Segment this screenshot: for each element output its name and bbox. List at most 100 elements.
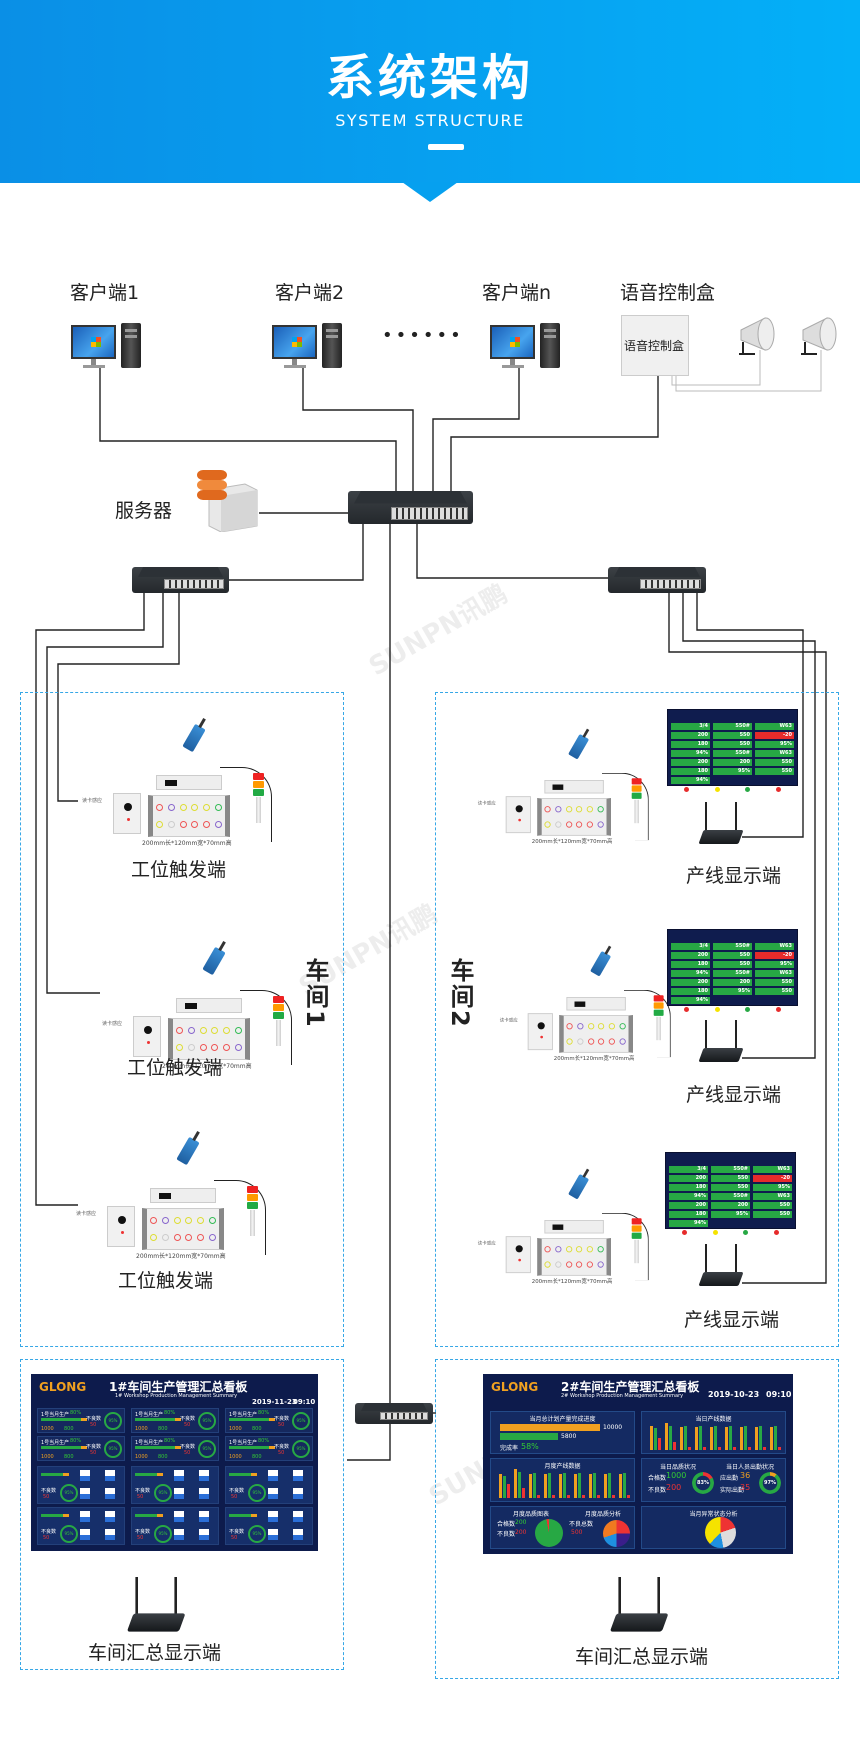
rate-label: 完成率 [500,1445,519,1452]
line-speaker1 [671,350,761,386]
dashboard-date: 2019-10-23 [708,1390,760,1399]
display-value: 94% [671,997,710,1004]
line-display-1-label: 产线显示端 [686,865,782,887]
operator-photo [80,1529,90,1540]
line-summary-left [347,1423,391,1461]
panel-button-icon [566,1022,573,1030]
status-light-icon [745,1007,751,1012]
bar [673,1441,676,1450]
dashboard-time: 09:10 [766,1390,792,1399]
panel-button-icon [209,1234,217,1242]
abnormal-panel: 当月异常状态分析 [641,1506,786,1549]
limit-switch-icon [590,950,612,977]
bar [544,1473,547,1498]
panel-button-icon [185,1216,193,1224]
panel-button-icon [155,821,163,829]
voice-control-box: 语音控制盒 [621,315,689,376]
panel-button-icon [597,1261,604,1268]
bar [759,1426,762,1450]
bar [684,1426,687,1450]
bar [778,1447,781,1450]
bar [688,1447,691,1450]
card-title: 1号当月生产 [41,1412,70,1418]
bar-group [770,1426,781,1450]
done-value: 800 [64,1426,74,1432]
operator-photo [199,1470,209,1481]
operator-photo [174,1470,184,1481]
button-panel [559,1015,633,1053]
operator-photo [174,1511,184,1522]
panel-button-icon [597,1245,604,1253]
display-value: 550 [713,741,752,748]
status-light-icon [776,787,782,792]
display-value: 550 [713,952,752,959]
bar [608,1472,611,1498]
done-value: 800 [252,1454,262,1460]
done-bar [500,1433,558,1440]
panel-button-icon [565,805,572,813]
bar-group [574,1472,585,1498]
card-percent: 80% [164,1438,176,1444]
client-n-computer-icon [490,323,562,369]
plan-value: 1000 [135,1454,148,1460]
io-box [176,998,242,1013]
workshop2-switch [608,567,706,593]
defect-value: 50 [137,1494,144,1500]
panel-button-icon [175,1044,183,1052]
status-light-icon [743,1230,749,1235]
defect-label: 不良数 [180,1416,196,1422]
line-clientn [432,368,520,491]
reader-label: 读卡感应 [499,1017,518,1024]
button-panel [537,798,611,836]
panel-button-icon [587,1022,594,1030]
panel-button-icon [197,1234,205,1242]
router-icon [697,802,744,848]
bar [748,1447,751,1450]
abnormal-pie [705,1517,736,1548]
workshop1-summary-zone [20,1359,344,1670]
cable [602,772,649,841]
router-icon [697,1020,744,1066]
display-value: 200 [671,759,710,766]
panel-button-icon [185,1234,193,1242]
display-value: 200 [671,979,710,986]
yield-ring: 95% [60,1484,78,1502]
summary-2-label: 车间汇总显示端 [575,1646,709,1668]
dashboard-title: 2#车间生产管理汇总看板 [561,1380,700,1394]
status-light-icon [681,1230,687,1235]
defect-label: 不良数 [274,1416,290,1422]
bar [563,1472,566,1498]
speaker-2-icon [801,317,837,355]
panel-button-icon [619,1038,626,1045]
panel-button-icon [576,1261,583,1268]
progress-bar [41,1473,69,1476]
plan-value: 1000 [41,1454,54,1460]
ok-label: 合格数 [648,1475,667,1482]
router-icon [125,1577,186,1637]
panel-button-icon [608,1038,616,1045]
operator-photo [105,1488,115,1499]
display-value: 95% [755,741,794,748]
status-lights [671,1007,794,1012]
operator-photo [199,1511,209,1522]
dimensions-text: 200mm长*120mm宽*70mm高 [162,1063,252,1070]
monthly-line-panel: 月度产线数据 [490,1458,635,1502]
line-display3 [668,593,827,1284]
line-station1 [57,593,180,802]
line-display-3-label: 产线显示端 [684,1309,780,1331]
monthly-quality-panel: 月度品质图表 合格数 200 不良数 200 月度品质分析 不良总数 500 [490,1506,635,1549]
display-value: 94% [671,970,710,977]
bar [744,1426,747,1450]
bar-group [665,1423,676,1450]
dashboard-subtitle: 1# Workshop Production Management Summar… [115,1393,238,1399]
card-reader [133,1016,161,1057]
bar-group [695,1426,706,1450]
panel-button-icon [554,1261,562,1268]
panel-button-icon [608,1022,616,1030]
bar [612,1495,615,1498]
bar [574,1473,577,1498]
